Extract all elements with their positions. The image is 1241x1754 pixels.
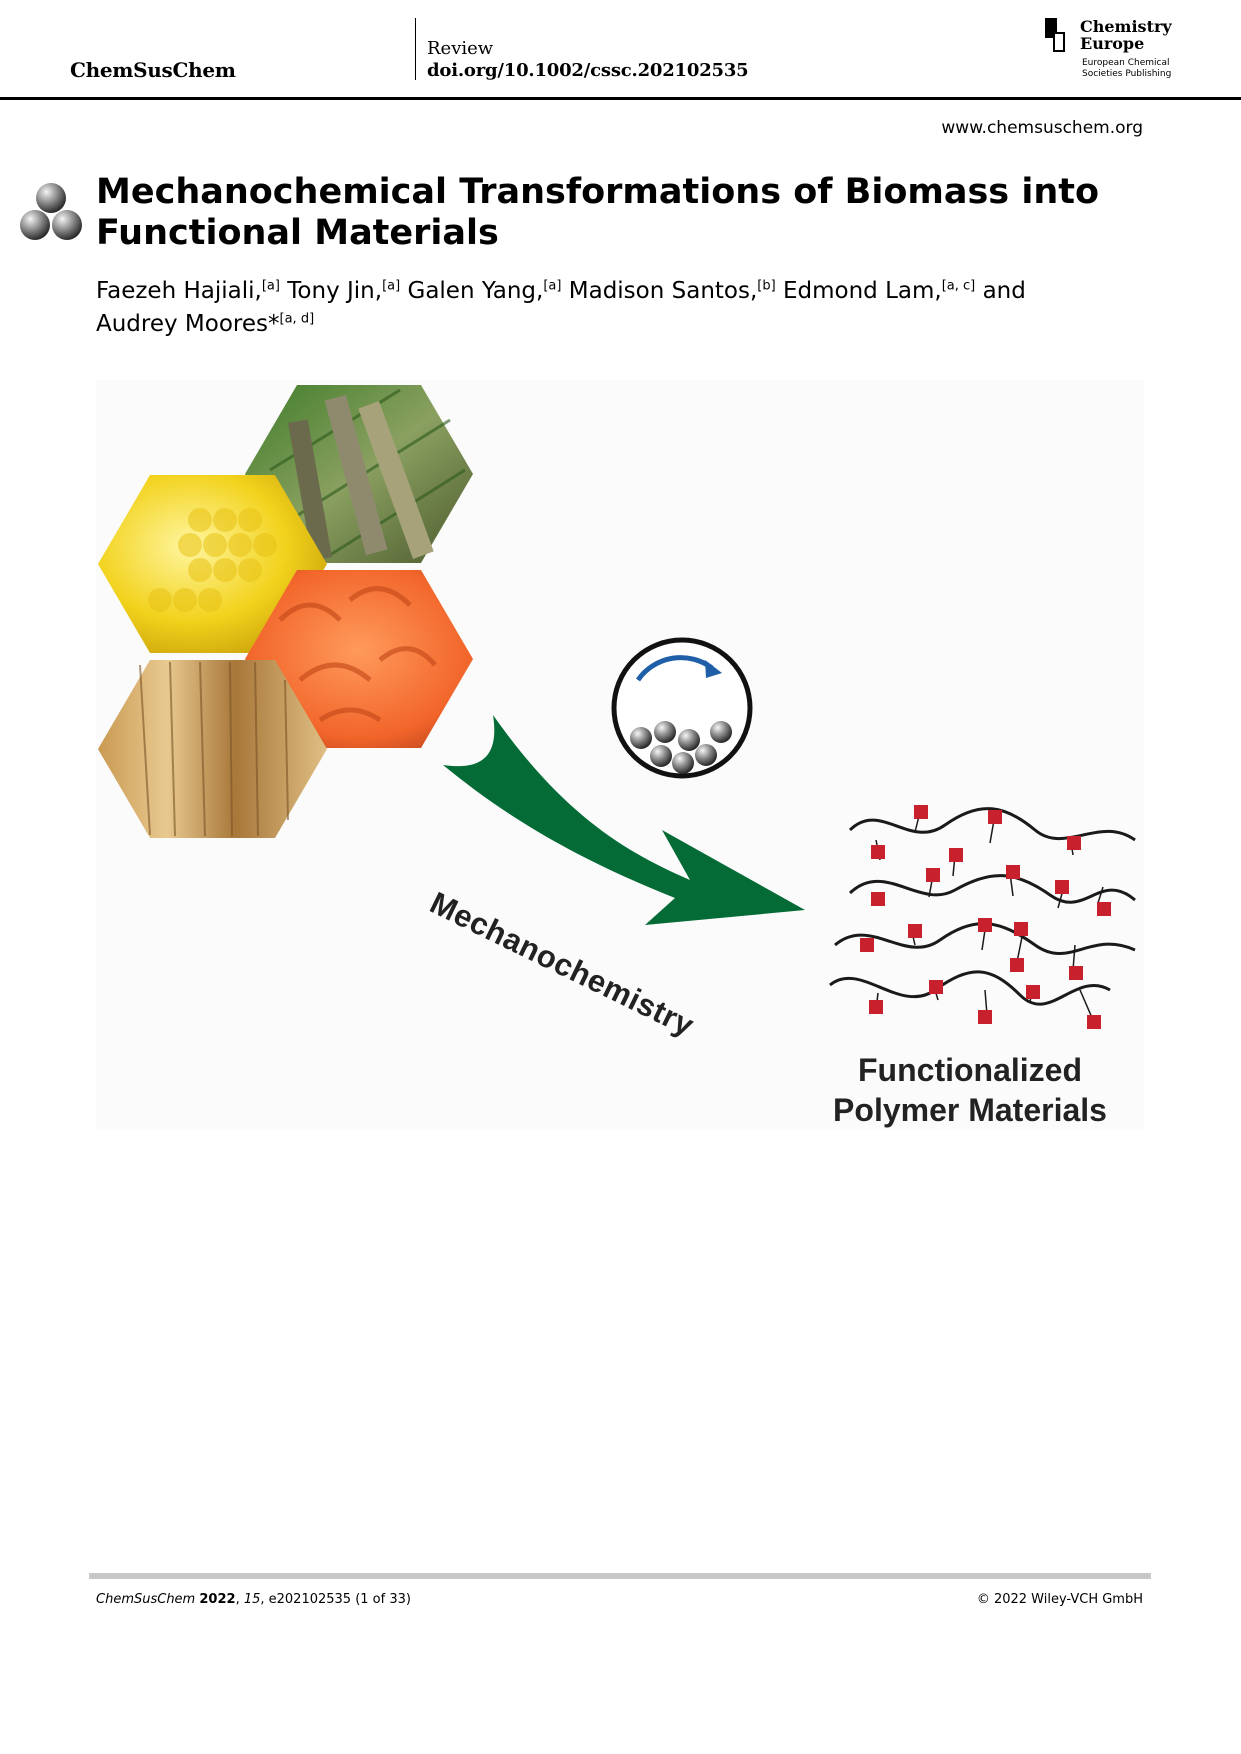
header-divider bbox=[415, 18, 416, 80]
publisher-subtitle: European Chemical Societies Publishing bbox=[1082, 58, 1171, 80]
publisher-sub-line1: European Chemical bbox=[1082, 58, 1170, 68]
doi-link[interactable]: doi.org/10.1002/cssc.202102535 bbox=[427, 60, 749, 81]
author-conjunction: and bbox=[982, 278, 1026, 304]
publisher-name-line1: Chemistry bbox=[1080, 17, 1172, 36]
title-line-2: Functional Materials bbox=[96, 213, 499, 253]
affiliation-marker: [b] bbox=[757, 278, 776, 294]
corn-hexagon bbox=[98, 475, 327, 653]
sugarcane-hexagon bbox=[245, 385, 473, 563]
citation-pages: , e202102535 (1 of 33) bbox=[260, 1592, 411, 1607]
header-rule bbox=[0, 97, 1241, 100]
citation-year: 2022 bbox=[199, 1592, 236, 1607]
functional-group-squares bbox=[860, 805, 1111, 1029]
affiliation-marker: [a] bbox=[543, 278, 562, 294]
mechanochemistry-arrow-icon bbox=[443, 715, 805, 925]
author: Faezeh Hajiali,[a] bbox=[96, 278, 280, 304]
author: Audrey Moores*[a, d] bbox=[96, 311, 315, 337]
journal-name: ChemSusChem bbox=[70, 58, 236, 82]
product-label-line1: Functionalized bbox=[858, 1052, 1082, 1088]
affiliation-marker: [a] bbox=[382, 278, 401, 294]
article-type: Review bbox=[427, 38, 494, 59]
publisher-name: Chemistry Europe bbox=[1080, 18, 1172, 52]
footer-copyright: © 2022 Wiley-VCH GmbH bbox=[976, 1592, 1143, 1607]
footer-citation: ChemSusChem 2022, 15, e202102535 (1 of 3… bbox=[96, 1592, 411, 1607]
ball-mill-jar-icon bbox=[611, 637, 753, 779]
author: Edmond Lam,[a, c] bbox=[783, 278, 976, 304]
journal-website[interactable]: www.chemsuschem.org bbox=[941, 118, 1143, 138]
affiliation-marker: [a, c] bbox=[941, 278, 976, 294]
citation-journal: ChemSusChem bbox=[96, 1592, 196, 1607]
author-list: Faezeh Hajiali,[a] Tony Jin,[a] Galen Ya… bbox=[96, 275, 1146, 341]
straw-hexagon bbox=[98, 660, 327, 838]
footer-rule bbox=[89, 1573, 1151, 1579]
author: Galen Yang,[a] bbox=[407, 278, 562, 304]
polymer-network-icon bbox=[829, 807, 1136, 1006]
author: Madison Santos,[b] bbox=[568, 278, 776, 304]
article-title: Mechanochemical Transformations of Bioma… bbox=[96, 172, 1146, 254]
ball-mill-spheres-icon bbox=[20, 183, 82, 240]
author: Tony Jin,[a] bbox=[287, 278, 401, 304]
affiliation-marker: [a, d] bbox=[279, 311, 315, 327]
product-label-line2: Polymer Materials bbox=[833, 1092, 1107, 1128]
shrimp-hexagon bbox=[245, 570, 473, 748]
publisher-name-line2: Europe bbox=[1080, 34, 1145, 53]
chemistry-europe-logo-icon bbox=[1045, 18, 1065, 52]
title-line-1: Mechanochemical Transformations of Bioma… bbox=[96, 172, 1100, 212]
citation-volume: 15 bbox=[243, 1592, 261, 1607]
affiliation-marker: [a] bbox=[261, 278, 280, 294]
publisher-sub-line2: Societies Publishing bbox=[1082, 69, 1172, 79]
product-label: Functionalized Polymer Materials bbox=[800, 1050, 1140, 1130]
